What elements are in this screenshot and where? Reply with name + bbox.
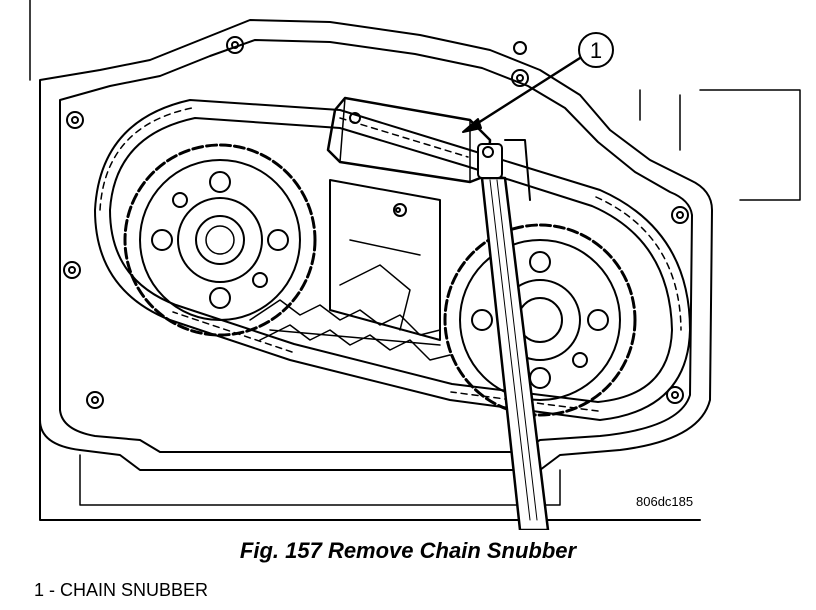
chain-snubber [326,96,492,217]
right-sprocket [443,223,637,417]
pry-tool [477,139,550,530]
center-block [329,179,441,341]
engine-housing [29,0,801,521]
flange-bolt-holes [63,36,689,409]
callout-number: 1 [590,38,602,63]
chain-snubber-illustration: 1 [29,0,801,530]
legend-item: 1 - CHAIN SNUBBER [34,580,209,600]
callout-1: 1 [462,32,614,133]
drawing-code: 806dc185 [636,494,694,509]
lower-chain-links [249,299,451,361]
left-sprocket [123,143,317,337]
timing-chain [94,99,691,421]
figure-caption: Fig. 157 Remove Chain Snubber [239,538,577,563]
